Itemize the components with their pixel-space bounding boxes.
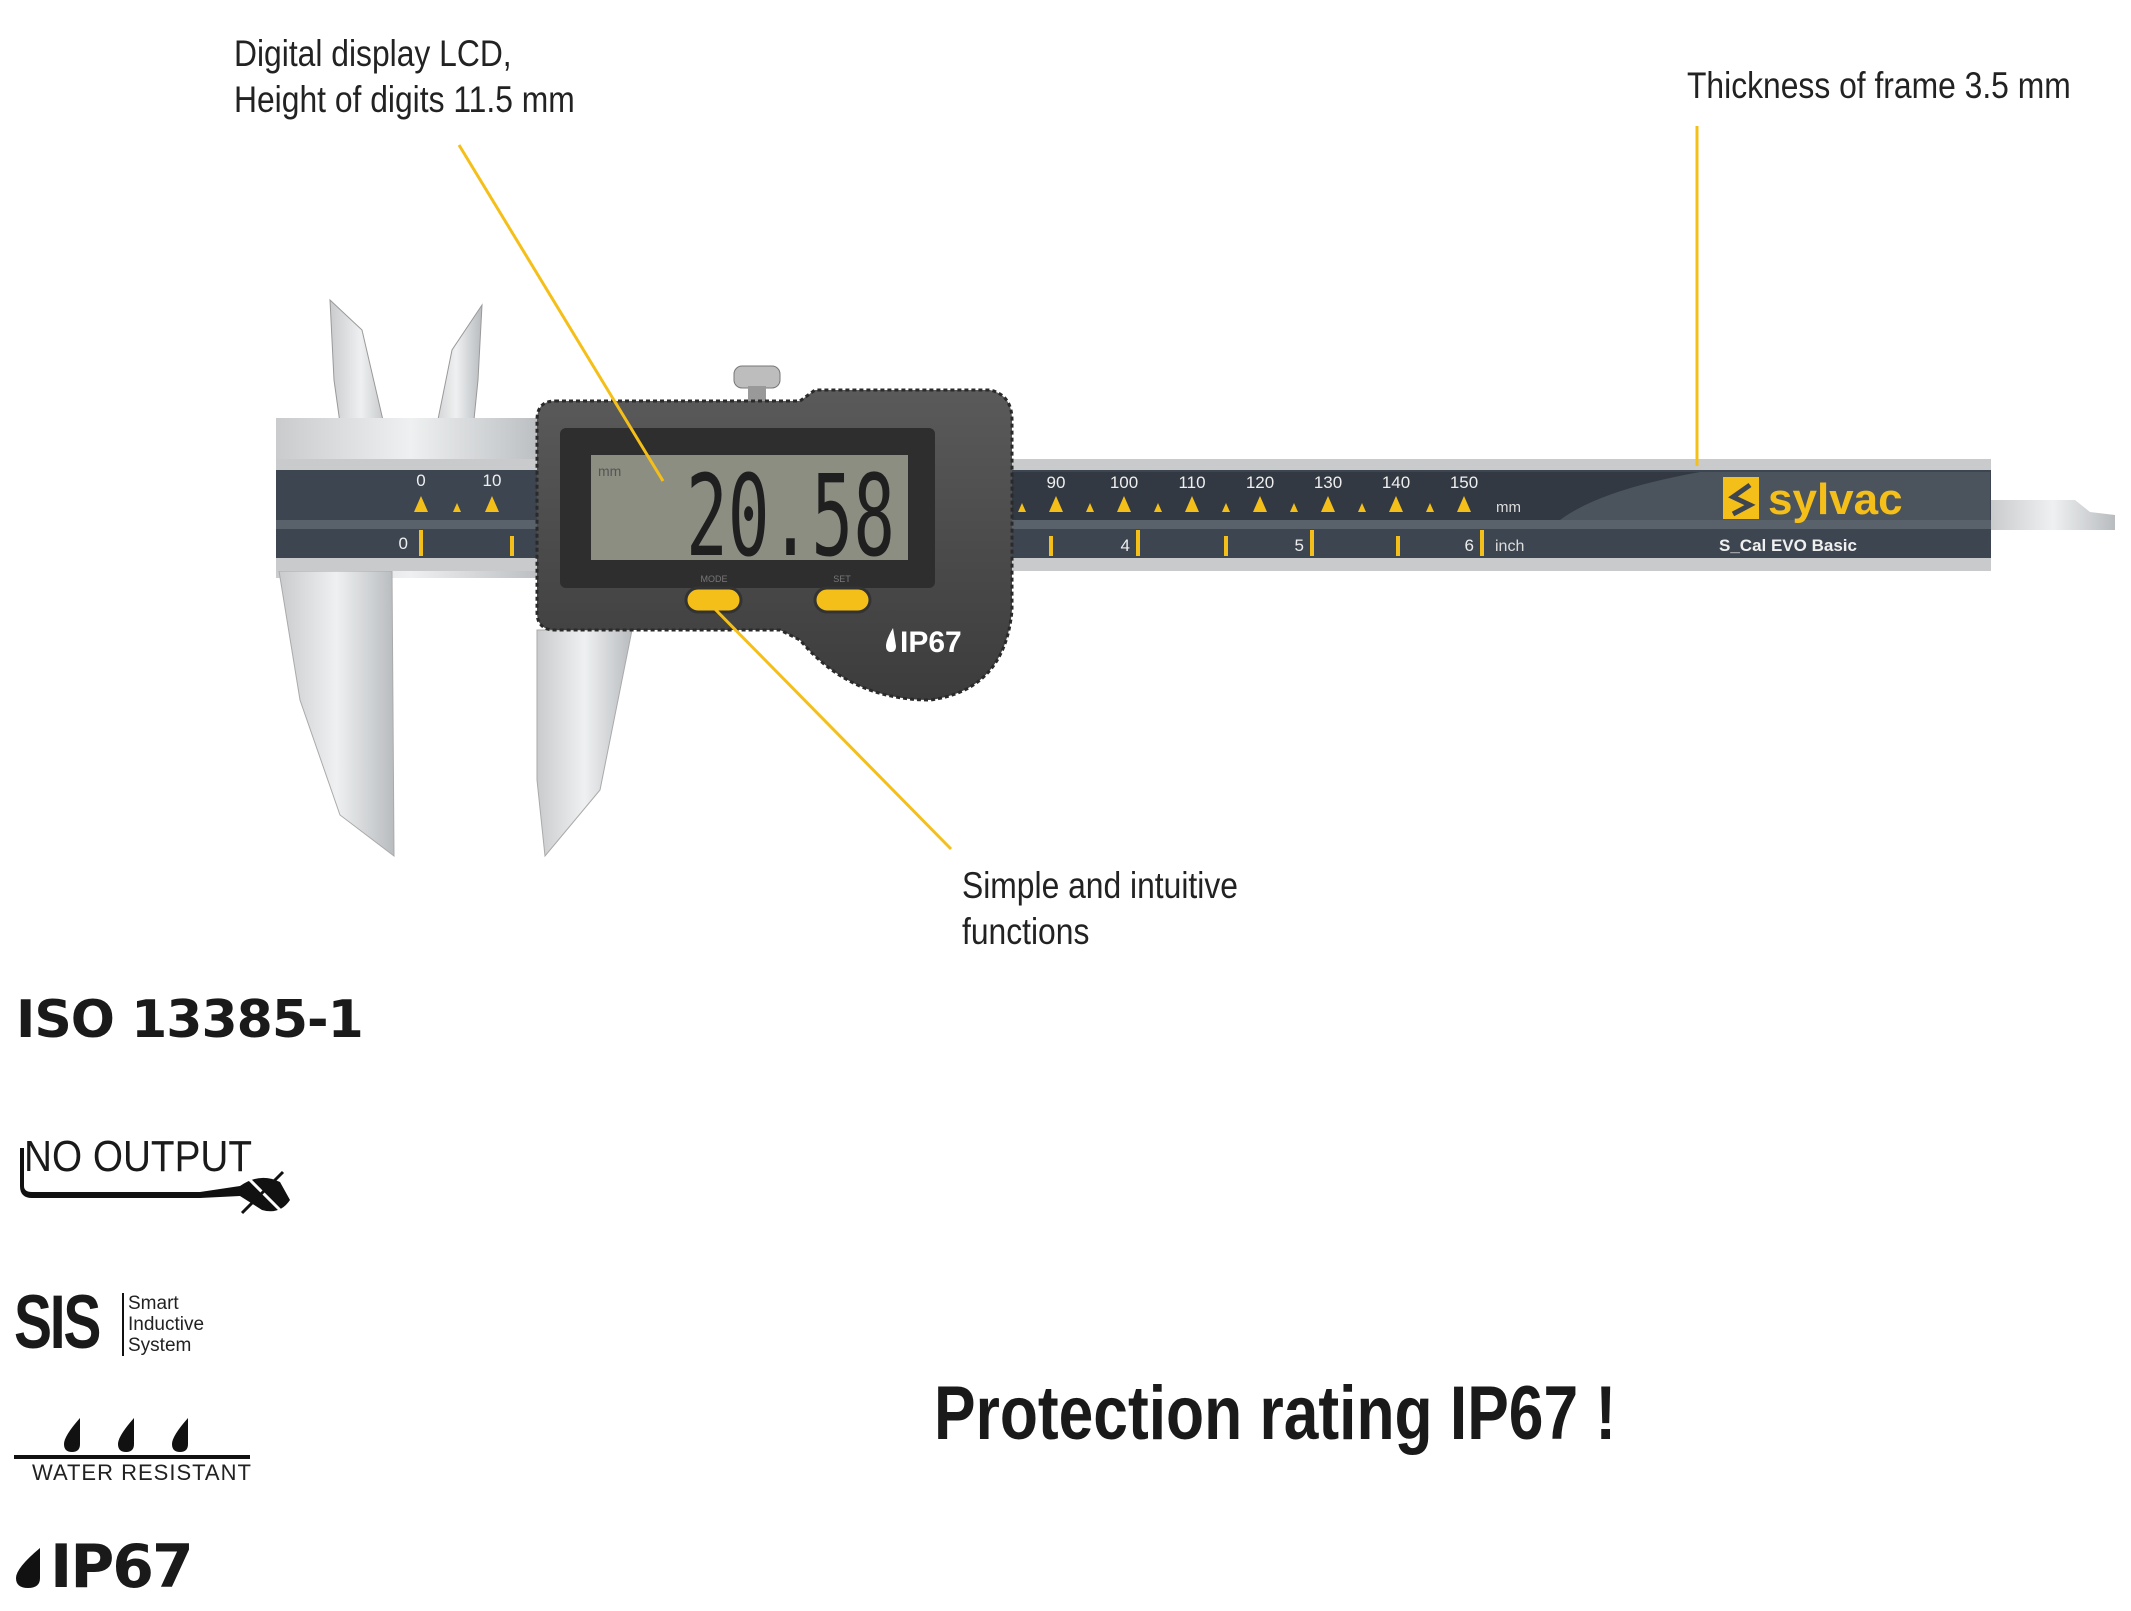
model-name: S_Cal EVO Basic bbox=[1719, 536, 1857, 555]
mm-label: 140 bbox=[1382, 473, 1410, 492]
depth-rod bbox=[1991, 500, 2115, 530]
mm-label: 0 bbox=[416, 471, 425, 490]
water-resistant-label: WATER RESISTANT bbox=[32, 1460, 252, 1485]
moving-lower-jaw bbox=[536, 629, 633, 858]
mm-tick-major bbox=[1321, 496, 1335, 512]
ip-water-drop-icon bbox=[16, 1548, 40, 1588]
mm-tick-minor bbox=[1086, 503, 1094, 512]
water-drops-icon bbox=[14, 1418, 250, 1459]
mm-tick-major bbox=[1389, 496, 1403, 512]
svg-text:sylvac: sylvac bbox=[1768, 475, 1903, 524]
mm-label: 110 bbox=[1178, 473, 1205, 492]
inch-label: 5 bbox=[1295, 536, 1304, 555]
mm-label: 10 bbox=[483, 471, 502, 490]
set-button[interactable] bbox=[813, 586, 872, 614]
mm-label: 120 bbox=[1246, 473, 1274, 492]
leader-line-lcd bbox=[457, 144, 665, 482]
sis-logo: SIS bbox=[14, 1280, 101, 1365]
body-ip-rating: IP67 bbox=[900, 626, 962, 659]
mm-tick-minor bbox=[1426, 503, 1434, 512]
mm-tick-minor bbox=[1154, 503, 1162, 512]
annotation-functions-line1: Simple and intuitive bbox=[962, 865, 1238, 906]
lcd-value: 20.58 bbox=[686, 452, 895, 582]
mm-tick-minor bbox=[1018, 503, 1026, 512]
mm-label: 100 bbox=[1110, 473, 1138, 492]
lcd-unit: mm bbox=[598, 463, 621, 479]
mm-tick-minor bbox=[1290, 503, 1298, 512]
sis-subtitle: Smart Inductive System bbox=[122, 1293, 204, 1356]
inch-unit: inch bbox=[1495, 538, 1524, 555]
mm-unit: mm bbox=[1496, 499, 1521, 516]
fixed-lower-jaw bbox=[278, 570, 395, 858]
annotation-functions-line2: functions bbox=[962, 911, 1090, 952]
sylvac-logo: sylvac bbox=[1723, 475, 1903, 524]
inch-label: 6 bbox=[1465, 536, 1474, 555]
iso-standard: ISO 13385-1 bbox=[16, 990, 364, 1050]
water-drop-icon bbox=[886, 628, 896, 652]
no-output-label: NO OUTPUT bbox=[24, 1132, 253, 1181]
inch-label: 0 bbox=[399, 534, 408, 553]
set-label: SET bbox=[833, 574, 851, 584]
ip67-badge: IP67 bbox=[50, 1532, 194, 1602]
mm-tick-major bbox=[1117, 496, 1131, 512]
mm-tick-major bbox=[1457, 496, 1471, 512]
mm-tick-minor bbox=[1222, 503, 1230, 512]
protection-headline: Protection rating IP67 ! bbox=[934, 1371, 1617, 1456]
mm-tick-major bbox=[1253, 496, 1267, 512]
mm-label: 90 bbox=[1047, 473, 1066, 492]
mm-label: 130 bbox=[1314, 473, 1342, 492]
mode-label: MODE bbox=[701, 574, 728, 584]
annotation-functions: Simple and intuitive functions bbox=[962, 863, 1238, 955]
mm-scale-right: 90 100 110 120 130 140 150 mm 4 5 6 inch bbox=[1018, 473, 1524, 556]
sis-sub-line: System bbox=[128, 1335, 192, 1356]
annotation-lcd: Digital display LCD, Height of digits 11… bbox=[234, 31, 575, 123]
sis-sub-line: Smart bbox=[128, 1293, 179, 1314]
sis-sub-line: Inductive bbox=[128, 1314, 205, 1335]
mode-button[interactable] bbox=[684, 586, 743, 614]
mm-tick-major bbox=[1185, 496, 1199, 512]
mm-label: 150 bbox=[1450, 473, 1478, 492]
lcd-screen bbox=[591, 455, 908, 560]
annotation-lcd-line2: Height of digits 11.5 mm bbox=[234, 79, 575, 120]
annotation-lcd-line1: Digital display LCD, bbox=[234, 33, 512, 74]
fine-adjust-knob bbox=[733, 365, 781, 389]
leader-line-buttons bbox=[705, 599, 953, 851]
mm-scale-left: 0 10 0 bbox=[399, 471, 514, 556]
inch-label: 4 bbox=[1121, 536, 1130, 555]
no-output-cable-icon bbox=[20, 1148, 290, 1212]
mm-tick-major bbox=[1049, 496, 1063, 512]
annotation-frame: Thickness of frame 3.5 mm bbox=[1687, 65, 2071, 106]
mm-tick-minor bbox=[1358, 503, 1366, 512]
